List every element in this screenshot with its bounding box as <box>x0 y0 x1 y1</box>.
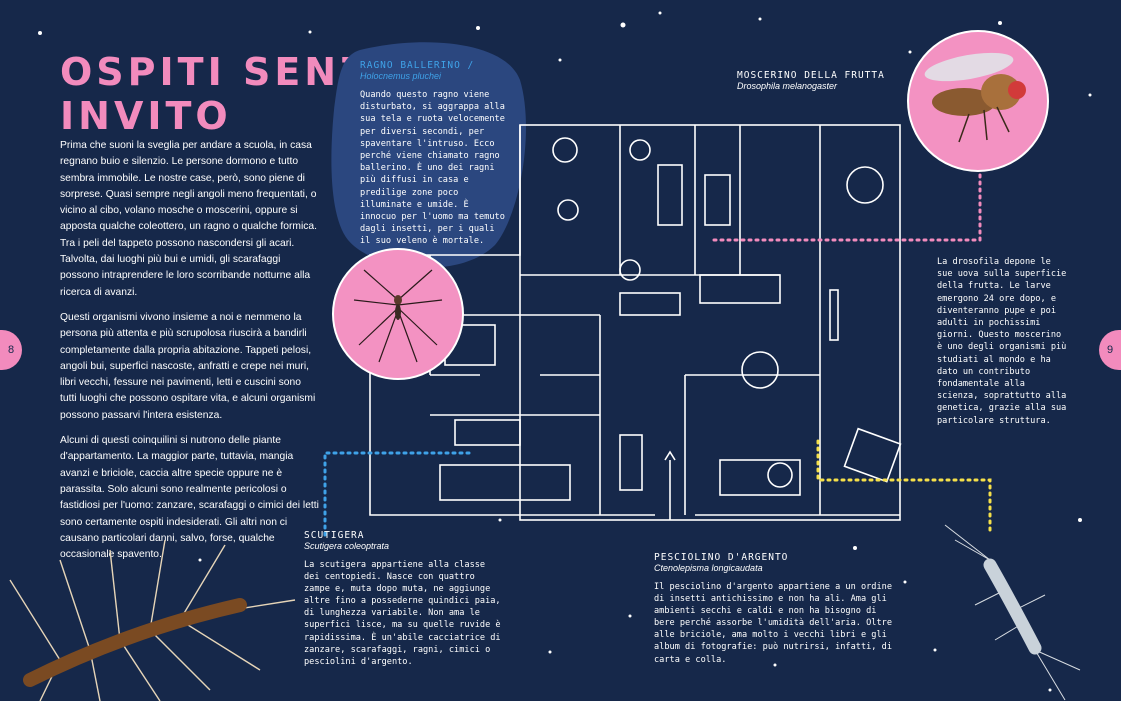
page-title: OSPITI SENZA INVITO <box>60 50 405 138</box>
centipede-text: La scutigera appartiene alla classe dei … <box>304 560 501 667</box>
page-number-right: 9 <box>1099 330 1121 370</box>
silverfish-text: Il pesciolino d'argento appartiene a un … <box>654 582 892 665</box>
spider-text-blob <box>331 42 526 268</box>
spider-latin: Holocnemus pluchei <box>360 71 442 81</box>
spider-icon <box>353 269 443 363</box>
floor-plan <box>369 124 902 521</box>
fruit-fly-illustration <box>907 30 1049 172</box>
spider-name: RAGNO BALLERINO / <box>360 60 475 71</box>
silverfish-latin: Ctenolepisma longicaudata <box>654 563 763 573</box>
centipede-latin: Scutigera coleoptrata <box>304 541 390 551</box>
silverfish-name: PESCIOLINO D'ARGENTO <box>654 552 789 563</box>
page-number-left: 8 <box>0 330 22 370</box>
spider-text: Quando questo ragno viene disturbato, si… <box>360 90 505 247</box>
spider-box: RAGNO BALLERINO / Holocnemus pluchei Qua… <box>360 60 510 248</box>
page-number-left-label: 8 <box>7 344 15 356</box>
fly-text: La drosofila depone le sue uova sulla su… <box>937 257 1067 426</box>
centipede-box: SCUTIGERA Scutigera coleoptrata La scuti… <box>304 530 504 668</box>
fly-name: MOSCERINO DELLA FRUTTA <box>737 70 885 81</box>
page-number-right-label: 9 <box>1106 344 1114 356</box>
intro-paragraph-1: Prima che suoni la sveglia per andare a … <box>60 140 318 298</box>
fly-latin: Drosophila melanogaster <box>737 81 838 91</box>
intro-text: Prima che suoni la sveglia per andare a … <box>60 138 320 572</box>
centipede-name: SCUTIGERA <box>304 530 365 541</box>
fly-heading: MOSCERINO DELLA FRUTTA Drosophila melano… <box>737 70 907 91</box>
silverfish-illustration <box>944 524 1081 701</box>
silverfish-box: PESCIOLINO D'ARGENTO Ctenolepisma longic… <box>654 552 899 666</box>
intro-paragraph-2: Questi organismi vivono insieme a noi e … <box>60 311 316 421</box>
spider-illustration <box>332 248 464 380</box>
centipede-illustration <box>9 539 296 701</box>
title-line-2: INVITO <box>60 94 232 138</box>
fruit-fly-icon <box>924 52 1026 143</box>
